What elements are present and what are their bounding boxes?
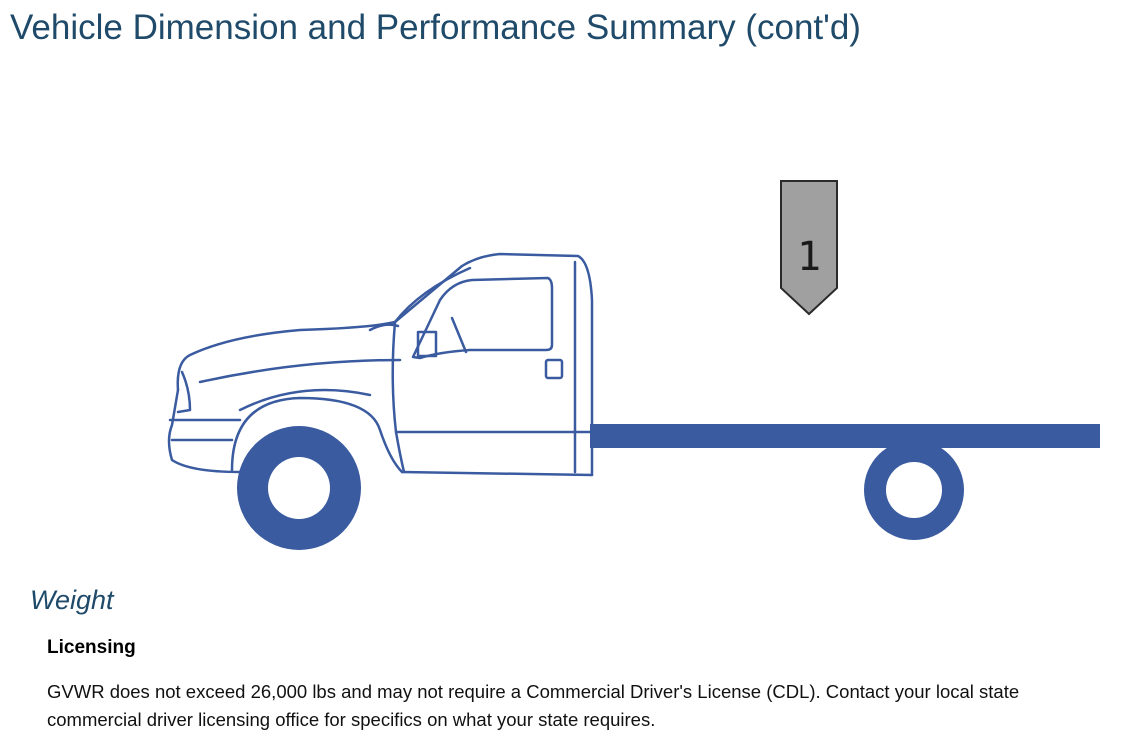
callout-marker-label: 1 (797, 234, 821, 280)
licensing-heading: Licensing (47, 637, 136, 658)
weight-heading: Weight (30, 585, 114, 615)
front-wheel (237, 426, 361, 550)
chassis-frame (590, 424, 1100, 448)
callout-marker-1: 1 (780, 180, 838, 316)
truck-cab (167, 252, 594, 477)
page-title: Vehicle Dimension and Performance Summar… (10, 8, 861, 47)
rear-wheel (864, 440, 964, 540)
truck-illustration: 1 (167, 180, 1100, 550)
licensing-text: GVWR does not exceed 26,000 lbs and may … (47, 681, 1020, 730)
